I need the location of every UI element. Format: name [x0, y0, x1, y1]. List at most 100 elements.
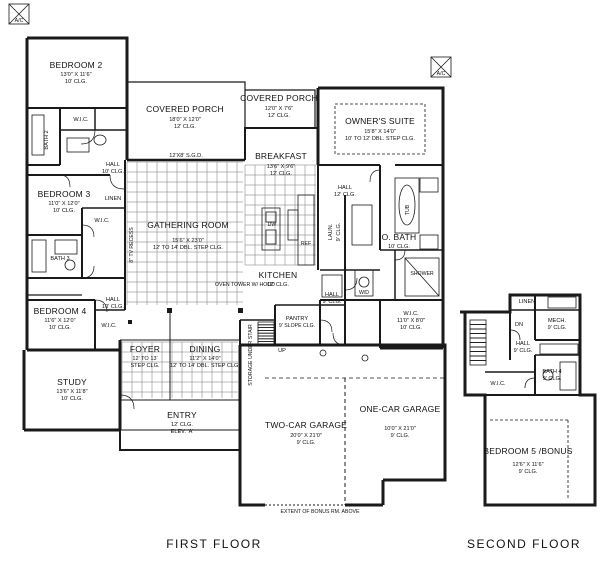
room-dims-covered-porch-left: 18'0" X 12'0"	[169, 117, 201, 123]
room-name-wic-bed4: W.I.C.	[101, 323, 117, 329]
stair-tread	[469, 355, 487, 361]
owner-suite-step-ceiling	[334, 103, 426, 155]
room-ceiling-covered-porch-right: 12' CLG.	[268, 113, 290, 119]
room-dims-owners-suite: 15'8" X 14'0"	[364, 129, 396, 135]
room-name-pantry: PANTRY	[286, 316, 308, 322]
room-ceiling-hall-d: 9' CLG.	[323, 299, 342, 305]
stair-tread	[257, 338, 275, 342]
room-name-foyer: FOYER	[130, 344, 160, 354]
room-name-owners-bath: O. BATH	[382, 232, 417, 242]
stair-tread	[257, 332, 275, 337]
room-name-kitchen: KITCHEN	[259, 270, 298, 280]
bath2-fixtures	[31, 114, 107, 156]
room-ceiling-bedroom5: 9' CLG.	[519, 469, 538, 475]
stair-tread	[469, 333, 487, 339]
room-name-mech: MECH.	[548, 318, 566, 324]
room-dims-bedroom2: 13'0" X 11'6"	[60, 72, 91, 78]
room-name-dining: DINING	[190, 344, 221, 354]
foyer-dining-tile-grid	[121, 341, 238, 398]
dining-columns	[128, 308, 243, 324]
room-name-gathering: GATHERING ROOM	[147, 220, 229, 230]
first-floor-walls	[22, 36, 447, 507]
room-ceiling-study: 10' CLG.	[61, 396, 83, 402]
room-ceiling-gathering: 12' TO 14' DBL. STEP CLG.	[153, 245, 223, 251]
room-name-owners-suite: OWNER'S SUITE	[345, 116, 415, 126]
room-dims-one-car-garage: 10'0" X 21'0"	[384, 426, 416, 432]
room-name-bath3: BATH 3	[50, 256, 69, 262]
room-dims-study: 13'6" X 11'8"	[56, 389, 87, 395]
room-dims-breakfast: 13'6" X 9'6"	[267, 164, 296, 170]
gathering-tile-grid	[126, 161, 243, 305]
stair-tread	[469, 346, 487, 352]
room-dims-two-car-garage: 20'0" X 21'0"	[290, 433, 322, 439]
bath3-fixtures	[31, 239, 78, 273]
stair-tread	[469, 328, 487, 334]
room-ceiling-one-car-garage: 9' CLG.	[391, 433, 410, 439]
wall-markers	[319, 349, 369, 362]
stair-tread	[257, 324, 275, 328]
first-floor-labels: BEDROOM 2 13'0" X 11'6" 10' CLG. W.I.C. …	[34, 60, 441, 515]
room-name-bedroom2: BEDROOM 2	[50, 60, 103, 70]
room-dims-gathering: 15'6" X 23'0"	[172, 238, 204, 244]
oven-tower-label: OVEN TOWER W/ HOOD	[215, 282, 275, 288]
ac-label: A/C	[15, 18, 24, 24]
room-ceiling-dining: 12' TO 14' DBL. STEP CLG.	[170, 363, 240, 369]
room-ceiling-owners-suite: 10' TO 12' DBL. STEP CLG.	[345, 136, 415, 142]
ac-unit-left: A/C	[8, 3, 30, 25]
room-name-covered-porch-left: COVERED PORCH	[146, 104, 224, 114]
refrigerator-label: REF	[301, 241, 311, 247]
room-ceiling-hall2: 9' CLG.	[514, 348, 533, 354]
room-name-wic-owner: W.I.C.	[403, 311, 419, 317]
room-name-hall-d: HALL	[325, 292, 339, 298]
second-floor-title: SECOND FLOOR	[467, 537, 581, 551]
room-name-wic-bed2: W.I.C.	[73, 117, 89, 123]
room-name-bedroom4: BEDROOM 4	[34, 306, 87, 316]
room-name-bedroom5: BEDROOM 5 /BONUS	[483, 446, 572, 456]
room-name-bath4: BATH 4	[542, 369, 561, 375]
room-name-hall2: HALL	[516, 341, 530, 347]
bonus-extent-note: EXTENT OF BONUS RM. ABOVE	[281, 509, 360, 515]
room-ceiling-bedroom4: 10' CLG.	[49, 325, 71, 331]
storage-under-stair-label: STORAGE UNDER STAIR	[248, 324, 254, 386]
room-ceiling-bedroom3: 10' CLG.	[53, 208, 75, 214]
stair-tread	[469, 337, 487, 343]
room-ceiling-two-car-garage: 9' CLG.	[297, 440, 316, 446]
first-floor-stairs	[257, 321, 275, 345]
second-floor-labels: LINEN MECH. 9' CLG. HALL 9' CLG. DN W.I.…	[483, 299, 572, 475]
room-ceiling-kitchen: 12' CLG.	[267, 282, 289, 288]
room-ceiling-hall-c: 10' CLG.	[102, 304, 124, 310]
tv-recess-label: 8" TV RECESS	[129, 227, 135, 263]
stair-tread	[257, 335, 275, 340]
stair-tread	[257, 327, 275, 331]
room-name-laundry: LAUN.	[328, 223, 334, 240]
room-ceiling-mech: 9' CLG.	[548, 325, 567, 331]
room-ceiling-pantry: 9' SLOPE CLG.	[279, 323, 315, 329]
stair-down-label: DN	[515, 322, 523, 328]
room-ceiling-bedroom2: 10' CLG.	[65, 79, 87, 85]
kitchen-fixtures: DW REF W/D	[261, 194, 374, 298]
stair-tread	[469, 342, 487, 348]
room-dims-covered-porch-right: 12'0" X 7'6"	[265, 106, 294, 112]
room-name-linen-b: LINEN	[519, 299, 535, 305]
stair-tread	[257, 329, 275, 334]
sliding-glass-door-label: 12'X8' S.G.D.	[169, 153, 203, 159]
door-swings	[59, 129, 406, 410]
room-name-one-car-garage: ONE-CAR GARAGE	[360, 404, 441, 414]
room-name-hall-a: HALL	[106, 162, 120, 168]
room-dims-dining: 11'2" X 14'0"	[189, 356, 220, 362]
room-ceiling-owners-bath: 10' CLG.	[388, 244, 410, 250]
tub-label: TUB	[405, 204, 411, 215]
room-name-entry: ENTRY	[167, 410, 197, 420]
kitchen-tile-grid	[244, 164, 316, 266]
second-floor-fixtures	[509, 296, 579, 391]
stair-tread	[469, 360, 487, 366]
room-ceiling-wic-owner: 10' CLG.	[400, 325, 422, 331]
room-dims-foyer: 12' TO 13'	[132, 356, 157, 362]
owner-bath-fixtures	[351, 177, 440, 297]
room-name-linen-a: LINEN	[105, 196, 121, 202]
stair-up-label: UP	[278, 348, 286, 354]
room-ceiling-entry: 12' CLG.	[171, 422, 193, 428]
room-ceiling-foyer: STEP CLG.	[130, 363, 160, 369]
stair-tread	[469, 319, 487, 325]
room-name-covered-porch-right: COVERED PORCH	[240, 93, 318, 103]
